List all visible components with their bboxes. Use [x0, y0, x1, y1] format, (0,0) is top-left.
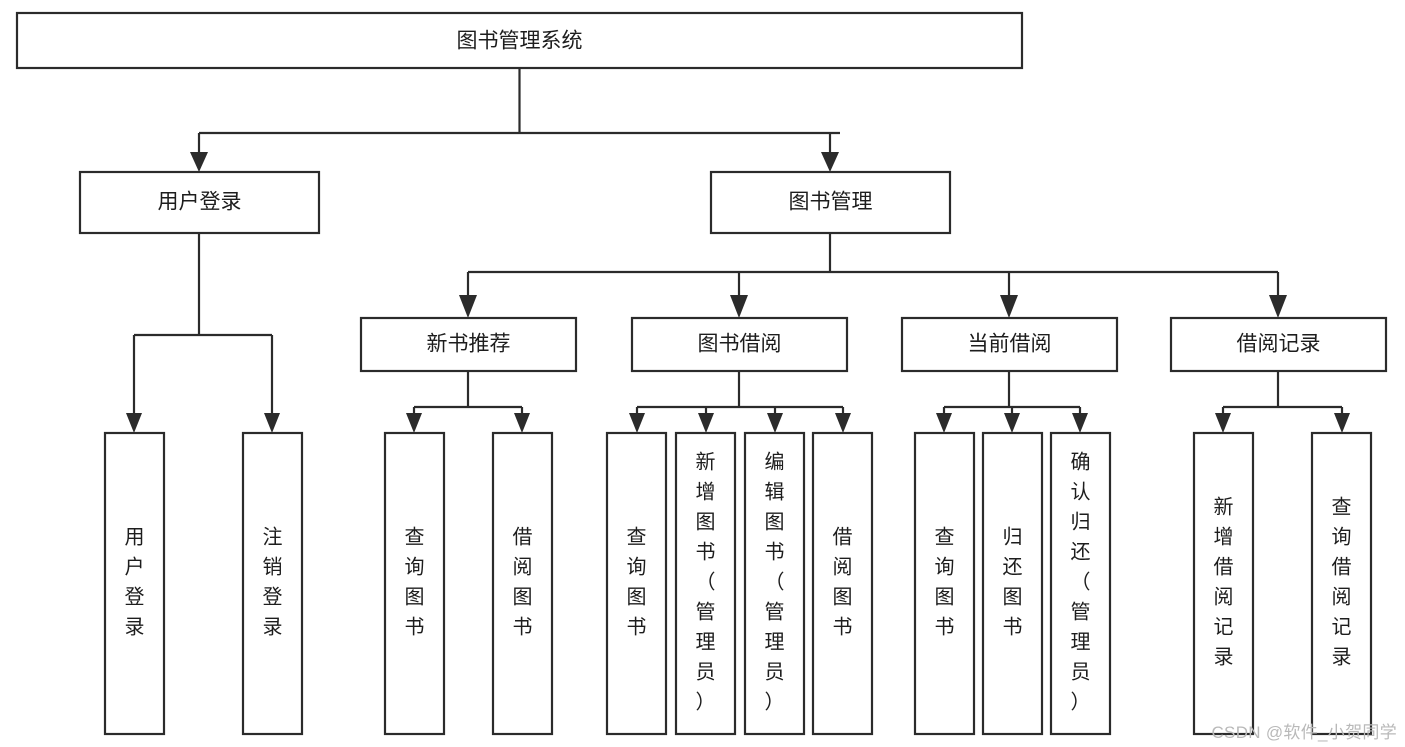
node-user-login-label: 用户登录: [158, 191, 242, 214]
node-user-login[interactable]: 用户登录: [78, 170, 321, 235]
node-leaf-edit-book[interactable]: 编辑图书（管理员）: [743, 431, 806, 736]
node-borrow-record-box[interactable]: [1169, 316, 1388, 373]
node-leaf-add-record-box[interactable]: [1192, 431, 1255, 736]
node-book-borrow[interactable]: 图书借阅: [630, 316, 849, 373]
connector-group-borrow-record: [1215, 371, 1350, 433]
node-root[interactable]: 图书管理系统: [15, 11, 1024, 70]
node-leaf-query-book-2[interactable]: 查询图书: [605, 431, 668, 736]
node-leaf-edit-book-label: 编辑图书（管理员）: [765, 450, 785, 713]
node-leaf-query-record-box[interactable]: [1310, 431, 1373, 736]
node-leaf-query-book-3[interactable]: 查询图书: [913, 431, 976, 736]
node-leaf-borrow-book-1-label: 借阅图书: [513, 525, 533, 638]
node-leaf-user-login-box[interactable]: [103, 431, 166, 736]
node-leaf-logout[interactable]: 注销登录: [241, 431, 304, 736]
node-leaf-query-book-3-box[interactable]: [913, 431, 976, 736]
node-leaf-query-record-label: 查询借阅记录: [1332, 495, 1352, 668]
arrowhead-leaf-add-record: [1215, 413, 1231, 433]
connector-group-book-borrow: [629, 371, 851, 433]
node-leaf-query-book-2-box[interactable]: [605, 431, 668, 736]
node-leaf-logout-label: 注销登录: [263, 525, 283, 638]
node-leaf-user-login-label: 用户登录: [125, 526, 145, 638]
node-book-borrow-label: 图书借阅: [698, 333, 782, 356]
node-leaf-user-login[interactable]: 用户登录: [103, 431, 166, 736]
arrowhead-leaf-logout: [264, 413, 280, 433]
node-leaf-query-book-2-label: 查询图书: [627, 525, 647, 638]
connector-group-user-login: [126, 233, 280, 433]
node-book-manage-box[interactable]: [709, 170, 952, 235]
node-leaf-confirm-return-box[interactable]: [1049, 431, 1112, 736]
node-leaf-logout-box[interactable]: [241, 431, 304, 736]
arrowhead-leaf-query-book-3: [936, 413, 952, 433]
node-root-label: 图书管理系统: [457, 30, 583, 53]
arrowhead-leaf-borrow-book-1: [514, 413, 530, 433]
arrowhead-leaf-borrow-book-2: [835, 413, 851, 433]
node-leaf-add-book-box[interactable]: [674, 431, 737, 736]
arrowhead-leaf-edit-book: [767, 413, 783, 433]
arrowhead-user-login: [190, 152, 208, 172]
node-current-borrow-box[interactable]: [900, 316, 1119, 373]
node-leaf-edit-book-box[interactable]: [743, 431, 806, 736]
node-leaf-return-book[interactable]: 归还图书: [981, 431, 1044, 736]
node-leaf-borrow-book-2-box[interactable]: [811, 431, 874, 736]
node-current-borrow[interactable]: 当前借阅: [900, 316, 1119, 373]
node-leaf-add-record-label: 新增借阅记录: [1214, 495, 1234, 668]
arrowhead-borrow-record: [1269, 295, 1287, 318]
node-book-manage[interactable]: 图书管理: [709, 170, 952, 235]
node-new-book-rec-label: 新书推荐: [427, 333, 511, 356]
node-leaf-borrow-book-1[interactable]: 借阅图书: [491, 431, 554, 736]
node-leaf-return-book-box[interactable]: [981, 431, 1044, 736]
node-leaf-add-book[interactable]: 新增图书（管理员）: [674, 431, 737, 736]
node-leaf-borrow-book-2-label: 借阅图书: [833, 525, 853, 638]
node-leaf-query-book-1-label: 查询图书: [405, 525, 425, 638]
node-book-borrow-box[interactable]: [630, 316, 849, 373]
csdn-watermark: CSDN @软件_小贺同学: [1211, 723, 1397, 742]
node-leaf-query-book-1[interactable]: 查询图书: [383, 431, 446, 736]
arrowhead-leaf-query-book-1: [406, 413, 422, 433]
node-leaf-add-book-label: 新增图书（管理员）: [696, 450, 716, 713]
arrowhead-book-manage: [821, 152, 839, 172]
connector-group-book-manage: [459, 233, 1287, 318]
node-new-book-rec-box[interactable]: [359, 316, 578, 373]
arrowhead-new-book-rec: [459, 295, 477, 318]
arrowhead-leaf-query-record: [1334, 413, 1350, 433]
node-borrow-record-label: 借阅记录: [1237, 333, 1321, 356]
node-leaf-borrow-book-2[interactable]: 借阅图书: [811, 431, 874, 736]
arrowhead-leaf-user-login: [126, 413, 142, 433]
arrowhead-leaf-query-book-2: [629, 413, 645, 433]
node-leaf-borrow-book-1-box[interactable]: [491, 431, 554, 736]
node-leaf-confirm-return[interactable]: 确认归还（管理员）: [1049, 431, 1112, 736]
node-leaf-query-book-3-label: 查询图书: [935, 525, 955, 638]
node-leaf-query-book-1-box[interactable]: [383, 431, 446, 736]
arrowhead-leaf-return-book: [1004, 413, 1020, 433]
node-root-box[interactable]: [15, 11, 1024, 70]
node-leaf-return-book-label: 归还图书: [1003, 525, 1023, 638]
connector-group-new-book-rec: [406, 371, 530, 433]
arrowhead-leaf-add-book: [698, 413, 714, 433]
node-user-login-box[interactable]: [78, 170, 321, 235]
arrowhead-current-borrow: [1000, 295, 1018, 318]
node-new-book-rec[interactable]: 新书推荐: [359, 316, 578, 373]
node-leaf-confirm-return-label: 确认归还（管理员）: [1071, 450, 1091, 713]
node-book-manage-label: 图书管理: [789, 191, 873, 214]
node-leaf-add-record[interactable]: 新增借阅记录: [1192, 431, 1255, 736]
node-leaf-query-record[interactable]: 查询借阅记录: [1310, 431, 1373, 736]
connector-group-root: [190, 68, 840, 172]
connector-group-current-borrow: [936, 371, 1088, 433]
node-current-borrow-label: 当前借阅: [968, 333, 1052, 356]
arrowhead-book-borrow: [730, 295, 748, 318]
arrowhead-leaf-confirm-return: [1072, 413, 1088, 433]
node-borrow-record[interactable]: 借阅记录: [1169, 316, 1388, 373]
